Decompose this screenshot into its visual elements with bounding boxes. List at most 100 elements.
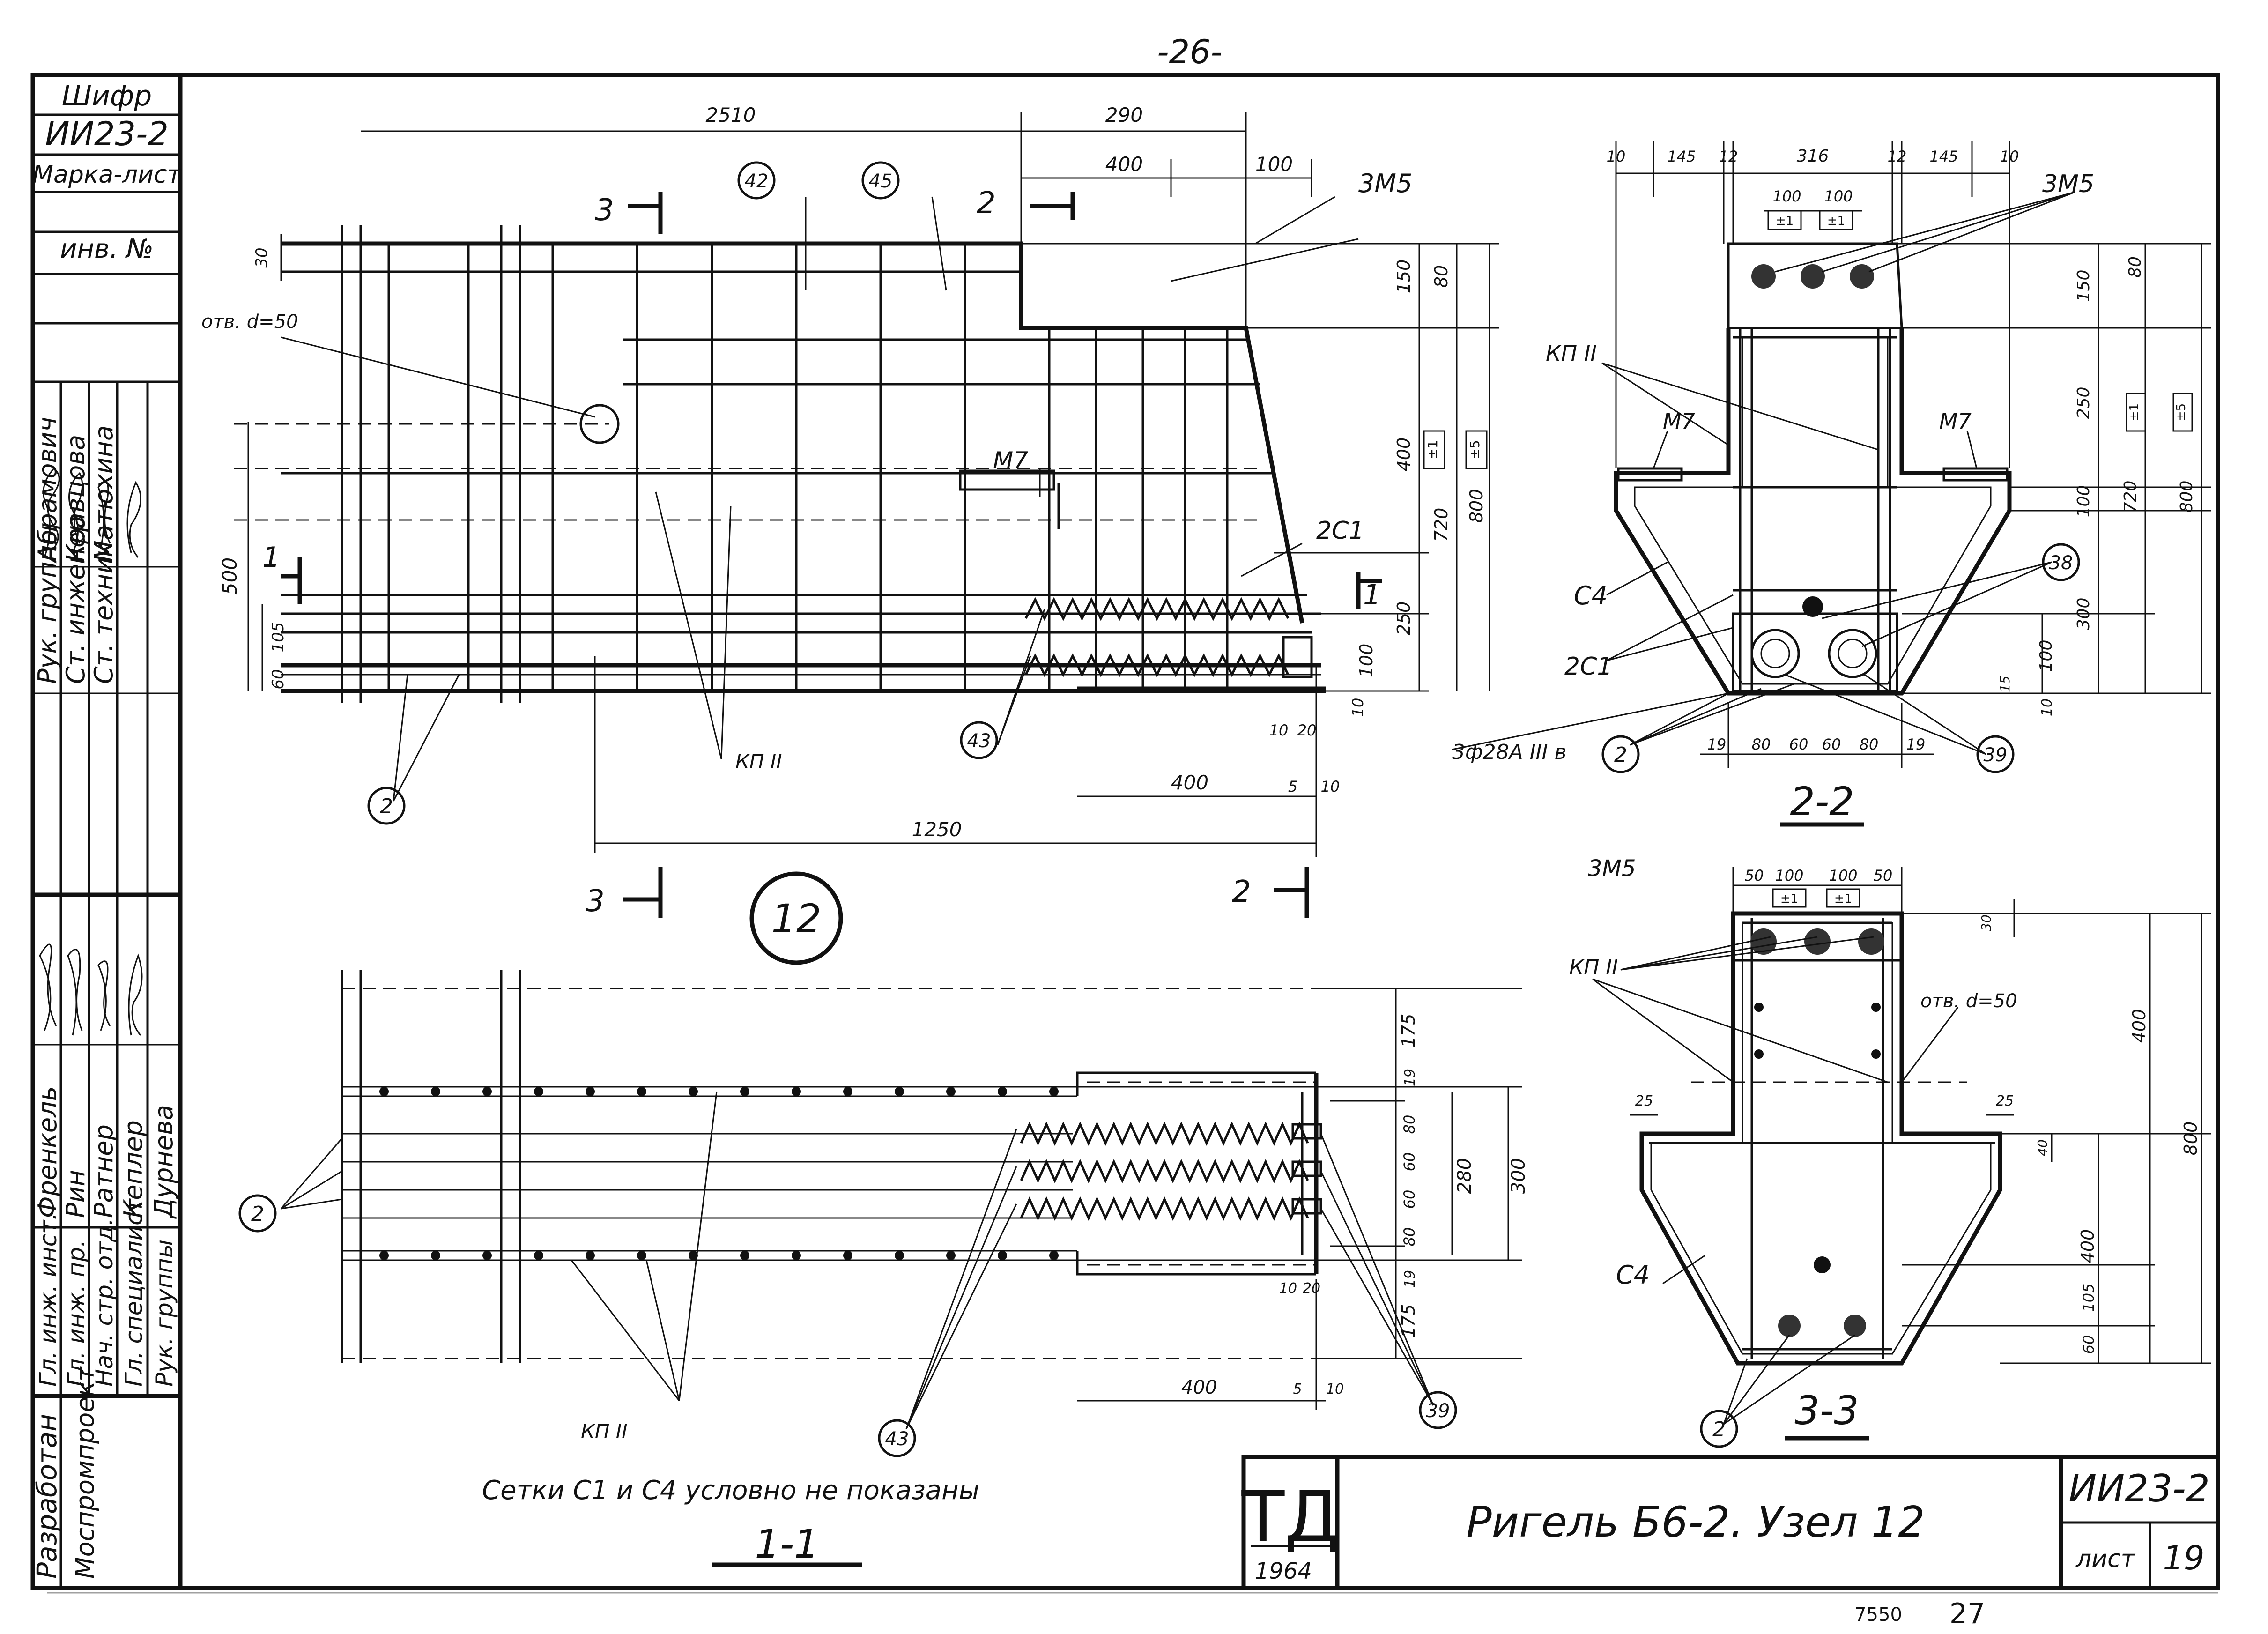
callout-39-22: 39 [1976,735,2015,773]
cut-2-top: 2 [977,186,996,221]
sheet-label: лист [2075,1545,2136,1573]
tolerance-box-22-2: ±1 [1819,210,1853,230]
org-name: Моспромпроект [70,1366,100,1579]
label-22-m7b: М7 [1939,408,1972,434]
rebar-dot [637,1251,646,1260]
callout-42: 42 [737,161,776,200]
dim-22-145b: 145 [1929,148,1958,165]
name-top-1: Абрамович [33,417,62,564]
side-stamp [33,113,180,1588]
dim-22-r100: 100 [2074,485,2093,518]
dim-22-12a: 12 [1719,148,1738,165]
title-block [1241,1455,2220,1590]
rebar-dot [482,1087,492,1096]
tolerance-box-22-4: ±5 [2172,393,2193,432]
td-logo: ТД [1241,1477,1340,1558]
rebar-dot [534,1251,543,1260]
tolerance-box-22-1: ±1 [1767,210,1802,230]
drawing-title: Ригель Б6-2. Узел 12 [1466,1498,1925,1547]
svg-text:±1: ±1 [1834,892,1852,906]
dim-22-r300: 300 [2074,598,2093,630]
dim-33-50b: 50 [1874,867,1893,884]
sheet-frame [30,73,2220,1594]
cut-1-left: 1 [262,541,280,574]
label-33-hole: отв. d=50 [1920,990,2017,1012]
svg-text:2: 2 [380,795,393,818]
rebar-dot [740,1087,749,1096]
rebar-dot [1049,1087,1059,1096]
rebar-dot [792,1251,801,1260]
section-1-1 [280,970,1522,1567]
svg-text:43: 43 [885,1428,909,1450]
org-developed: Разработан [31,1414,63,1579]
dim-11-300: 300 [1508,1158,1529,1194]
label-22-3m5: 3М5 [2042,170,2094,198]
callout-43-plan: 43 [878,1419,916,1457]
tolerance-box-33-1: ±1 [1772,888,1807,908]
rebar-dot [895,1087,904,1096]
svg-text:±1: ±1 [1827,214,1845,228]
label-hole: отв. d=50 [201,311,298,333]
dim-main-r150: 150 [1393,260,1414,294]
name-bottom-4: Кеплер [119,1120,148,1218]
dim-33-r400a: 400 [2129,1009,2149,1043]
tolerance-box-main-2: ±5 [1465,430,1488,469]
bottom-code-b: 27 [1949,1597,1985,1630]
callout-2-plan: 2 [238,1194,277,1233]
svg-text:2: 2 [251,1202,264,1226]
dim-11-10b: 10 [1279,1280,1297,1297]
dim-22-b19a: 19 [1707,735,1727,753]
rebar-dot [379,1087,389,1096]
rebar-dot [998,1087,1007,1096]
svg-text:42: 42 [745,171,769,192]
dim-22-r80: 80 [2126,256,2145,278]
role-bottom-4: Гл. специалист [120,1198,148,1387]
dim-33-r30: 30 [1979,914,1994,931]
signatures-top [43,467,141,558]
role-top-1: Рук. группы [33,525,62,684]
rebar-dot [946,1087,956,1096]
tolerance-box-22-3: ±1 [2126,393,2146,432]
cut-1-right: 1 [1363,579,1381,611]
role-top-2: Ст. инженер [61,516,90,684]
dim-22-145a: 145 [1667,148,1696,165]
tolerance-box-33-2: ±1 [1826,888,1860,908]
svg-text:12: 12 [771,896,822,942]
page-number: -26- [1157,33,1223,71]
dim-33-r105: 105 [2080,1283,2098,1312]
dim-33-25a: 25 [1635,1093,1653,1109]
dim-22-r720: 720 [2121,481,2140,513]
dim-33-r60: 60 [2080,1335,2098,1354]
svg-text:38: 38 [2049,552,2073,574]
dim-main-r400: 400 [1393,438,1414,472]
name-top-3: Матюхина [89,425,119,562]
dim-22-r10: 10 [2039,698,2055,716]
cipher-label: Шифр [62,80,152,112]
dim-main-400b: 400 [1171,771,1208,794]
dim-22-r800: 800 [2177,481,2196,513]
dim-11-175b: 175 [1398,1304,1419,1338]
label-33-c4: С4 [1616,1260,1650,1290]
callout-43-main: 43 [960,721,998,759]
main-view [234,112,1499,918]
callout-39-plan: 39 [1419,1391,1457,1429]
title-code: ИИ23-2 [2068,1467,2209,1510]
svg-text:45: 45 [869,171,893,192]
rebar-dot [792,1087,801,1096]
dim-main-10b: 10 [1321,778,1340,795]
label-22-m7a: М7 [1663,408,1695,434]
svg-text:±5: ±5 [1467,440,1482,459]
label-22-c4: С4 [1574,581,1608,610]
dim-11-80b: 80 [1401,1227,1418,1247]
dim-main-5: 5 [1288,778,1297,795]
logo-year: 1964 [1255,1558,1312,1584]
name-bottom-5: Дурнева [149,1105,178,1219]
dim-11-80a: 80 [1401,1115,1418,1134]
rebar-dot [740,1251,749,1260]
dim-11-60b: 60 [1401,1190,1418,1209]
dim-22-100b: 100 [1824,187,1853,205]
dim-33-50a: 50 [1745,867,1764,884]
dim-22-b19b: 19 [1906,735,1926,753]
rebar-dot [1049,1251,1059,1260]
dim-22-r100b: 100 [2037,640,2056,672]
